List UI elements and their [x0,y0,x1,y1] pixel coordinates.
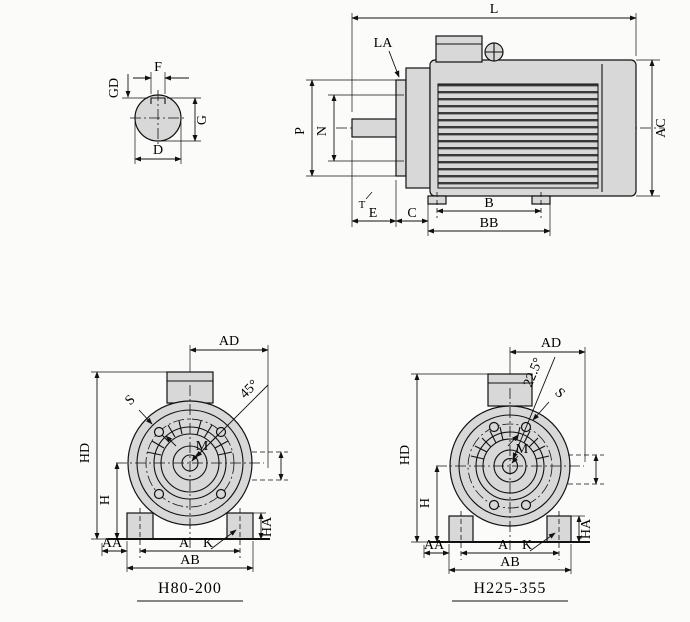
flange-hole [488,499,500,511]
label-angle-45: 45° [237,377,261,401]
label-b: B [484,196,493,211]
caption-h80-200: H80-200 [158,580,222,597]
label-l: L [490,2,499,17]
label-aa: AA [424,538,445,553]
keyway [150,97,166,104]
label-la: LA [374,36,394,51]
shaft-section-view: F GD G D [107,60,210,164]
label-ha: HA [579,518,594,539]
label-g: G [195,115,210,125]
label-s: S [551,385,567,401]
terminal-box [435,35,483,63]
label-bb: BB [480,216,499,231]
label-aa: AA [102,536,123,551]
label-gd: GD [107,78,122,98]
flange-hole [153,488,165,500]
caption-h225-355: H225-355 [474,580,547,597]
label-ad: AD [219,334,239,349]
side-view: L LA P N AC E C B BB T [293,2,669,236]
shaft [351,118,401,138]
label-hd: HD [398,445,413,465]
label-e: E [369,206,378,221]
flange-plate [395,79,407,177]
end-bracket [405,67,431,189]
label-t: T [359,199,366,211]
front-view-h80-200: AD 45° S M HD H AA A K AB [78,334,288,602]
label-s: S [122,392,138,408]
label-f: F [154,60,162,75]
label-ac: AC [654,118,669,137]
lifting-eyebolt-icon [484,42,504,62]
label-h: H [98,495,113,505]
label-ha: HA [260,516,275,537]
fin-ticks [470,426,550,460]
label-hd: HD [78,443,93,463]
label-a: A [498,538,509,553]
label-h: H [418,498,433,508]
flange-hole [488,421,500,433]
label-ad: AD [541,336,561,351]
label-n: N [315,126,330,136]
label-k: K [522,538,532,553]
flange-hole [215,488,227,500]
label-k: K [203,536,213,551]
flange-hole [153,426,165,438]
label-angle-22-5: 22.5° [521,356,546,390]
label-m: M [516,442,529,457]
label-c: C [407,206,416,221]
label-m: M [196,439,209,454]
flange-hole [520,499,532,511]
label-ab: AB [180,553,199,568]
front-view-h225-355: AD 22.5° S M HD H AA A K AB [398,336,604,602]
label-a: A [179,536,190,551]
label-p: P [293,127,308,135]
label-d: D [153,143,163,158]
label-ab: AB [500,555,519,570]
cooling-fins [437,83,599,189]
